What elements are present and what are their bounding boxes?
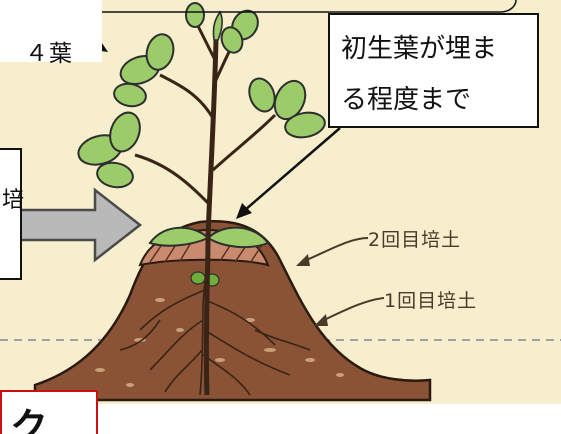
primary-leaf-callout-line1: 初生葉が埋ま [341,34,498,64]
soil-speckles [95,298,344,387]
primary-leaf-callout-line2: る程度まで [341,85,472,115]
red-callout-box [0,390,98,434]
first-ridging-label: 1回目培土 [384,290,478,312]
four-leaves-label: ４葉 [25,41,73,67]
primary-leaf-right [206,226,270,249]
cotyledon-left [190,271,206,285]
roots [119,269,311,396]
left-callout-fragment: 培 [2,188,25,213]
main-stem [203,39,219,396]
red-callout-fragment: ク [10,405,49,434]
trifoliate-leaves [77,2,326,189]
ridging-leader-lines [301,237,385,323]
second-ridging-label: 2回目培土 [368,229,462,251]
primary-leaf-callout [328,13,539,128]
second-ridging-arrowhead [296,254,310,266]
grey-arrow [18,187,143,263]
four-leaves-label-box [0,0,102,62]
primary-leaf-arrow [236,127,341,219]
left-callout-box [0,148,22,280]
first-ridging-arrowhead [314,314,328,326]
